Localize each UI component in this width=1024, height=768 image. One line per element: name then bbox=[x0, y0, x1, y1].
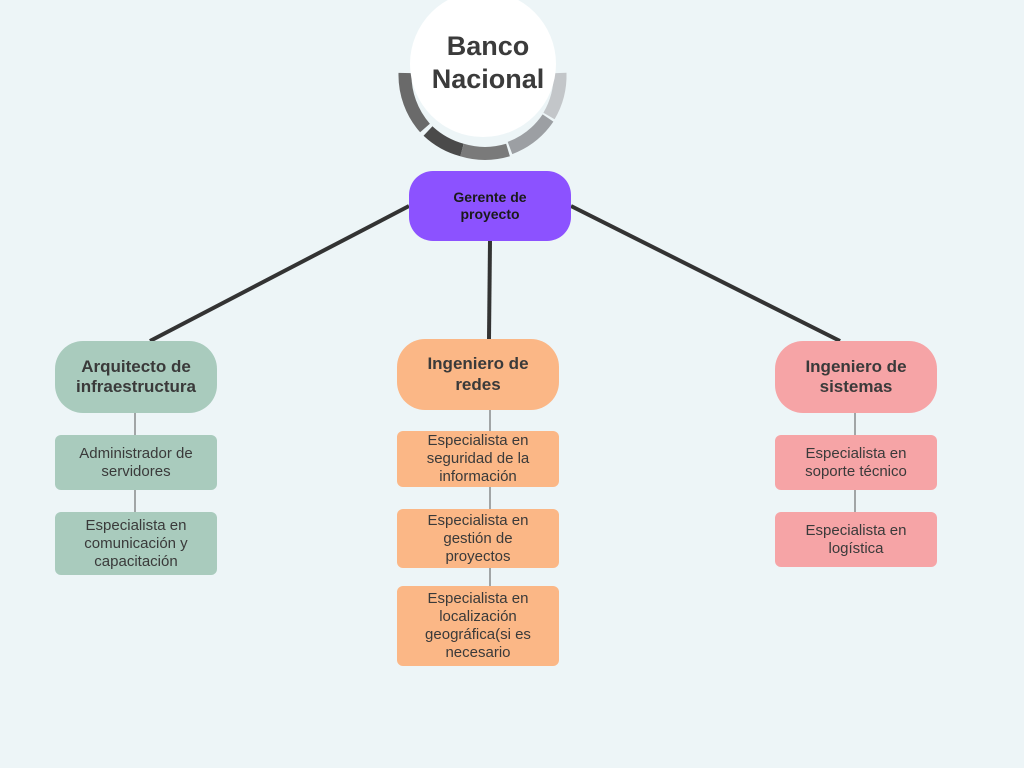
node-systems-child-2: Especialista en logística bbox=[775, 512, 937, 567]
logo-circle bbox=[410, 0, 556, 137]
node-network-child-3: Especialista en localización geográfica(… bbox=[397, 586, 559, 666]
node-infra-architect: Arquitecto de infraestructura bbox=[55, 341, 217, 413]
logo-ring bbox=[398, 0, 567, 160]
node-network-engineer: Ingeniero de redes bbox=[397, 339, 559, 410]
connector-systems bbox=[570, 204, 841, 343]
node-systems-engineer: Ingeniero de sistemas bbox=[775, 341, 937, 413]
node-systems-child-1: Especialista en soporte técnico bbox=[775, 435, 937, 490]
logo-title: Banco Nacional bbox=[431, 31, 545, 94]
connector-network bbox=[487, 240, 492, 340]
connector-infra bbox=[149, 204, 410, 343]
node-network-child-2: Especialista en gestión de proyectos bbox=[397, 509, 559, 568]
node-project-manager: Gerente de proyecto bbox=[409, 171, 571, 241]
node-infra-child-1: Administrador de servidores bbox=[55, 435, 217, 490]
node-infra-child-2: Especialista en comunicación y capacitac… bbox=[55, 512, 217, 575]
node-network-child-1: Especialista en seguridad de la informac… bbox=[397, 431, 559, 487]
